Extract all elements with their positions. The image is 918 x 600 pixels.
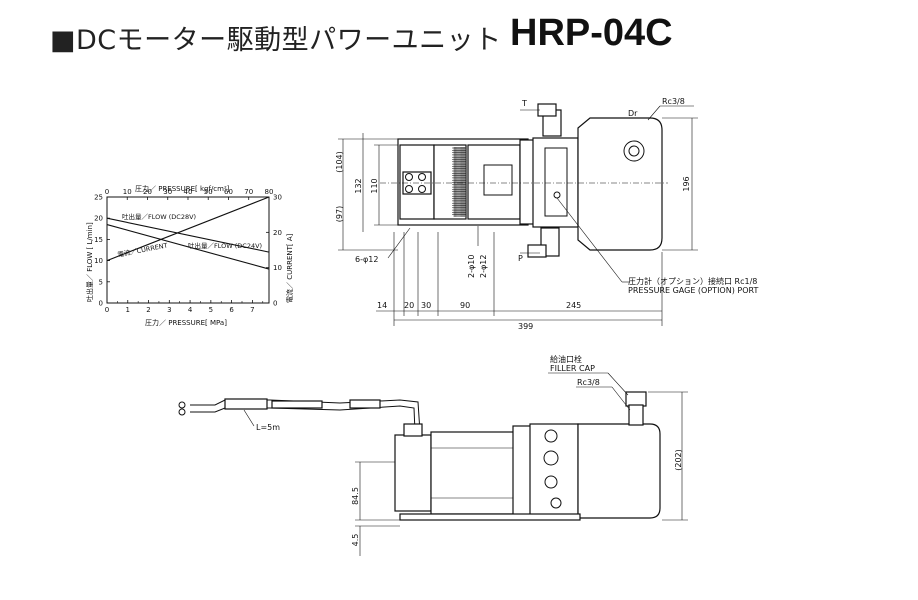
y-right-tick-label: 0 [273, 300, 277, 308]
series-line-0 [106, 217, 270, 253]
cable-terminal-icon [178, 401, 186, 409]
dim-30: 30 [421, 301, 431, 310]
power-cable [178, 398, 421, 433]
dim-245: 245 [566, 301, 581, 310]
cable-length-label: L=5m [256, 423, 280, 432]
header: ■DCモーター駆動型パワーユニット HRP-04C [0, 0, 918, 60]
gauge-port-label-en: PRESSURE GAGE (OPTION) PORT [628, 286, 758, 295]
dim-196: 196 [682, 176, 691, 191]
x-top-tick-label: 60 [224, 188, 233, 196]
dim-97: (97) [335, 206, 344, 222]
series-line-1 [106, 224, 270, 270]
x-top-tick-label: 40 [184, 188, 193, 196]
y-left-tick-label: 15 [94, 236, 103, 244]
dim-2-phi12: 2-φ12 [479, 255, 488, 278]
cable-terminal-icon [178, 408, 186, 416]
gauge-port-label-jp: 圧力計（オプション）接続口 Rc1/8 [628, 276, 757, 286]
dim-202: (202) [674, 449, 683, 471]
x-bottom-tick-label: 5 [209, 306, 213, 314]
terminal-icon [405, 185, 413, 193]
dim-104: (104) [335, 151, 344, 173]
y-left-tick-label: 20 [94, 215, 103, 223]
terminal-icon [418, 185, 426, 193]
series-label-flow-dc28v: 吐出量／FLOW (DC28V) [122, 212, 196, 221]
y-right-tick-label: 20 [273, 229, 282, 237]
side-oil-tank [577, 423, 661, 519]
x-bottom-tick-label: 4 [188, 306, 193, 314]
y-left-tick-label: 5 [99, 278, 103, 286]
dim-90: 90 [460, 301, 470, 310]
dim-2-phi10: 2-φ10 [467, 255, 476, 278]
filler-cap [625, 391, 647, 407]
port-dr-label: Dr [628, 109, 638, 118]
terminal-icon [405, 173, 413, 181]
oil-tank [577, 117, 663, 251]
x-top-tick-label: 70 [244, 188, 253, 196]
y-left-tick-label: 0 [99, 300, 103, 308]
x-top-tick-label: 0 [105, 188, 109, 196]
x-bottom-tick-label: 2 [146, 306, 150, 314]
series-label-flow-dc24v: 吐出量／FLOW (DC24V) [188, 241, 262, 250]
dim-14: 14 [377, 301, 387, 310]
dim-110: 110 [370, 178, 379, 193]
chart-series [106, 196, 270, 270]
page-title: ■DCモーター駆動型パワーユニット [50, 25, 502, 56]
y-left-tick-label: 10 [94, 257, 103, 265]
motor-fins [452, 147, 466, 217]
x-bottom-tick-label: 0 [105, 306, 109, 314]
dim-20: 20 [404, 301, 414, 310]
x-top-tick-label: 80 [264, 188, 273, 196]
model-number: HRP-04C [510, 12, 673, 54]
dim-399: 399 [518, 322, 533, 331]
rc-top-label: Rc3/8 [662, 97, 685, 106]
x-top-axis-label: 圧力／ PRESSURE[ kgf/cm²] [135, 184, 230, 193]
terminal-icon [418, 173, 426, 181]
x-bottom-tick-label: 6 [229, 306, 234, 314]
filler-cap-label-en: FILLER CAP [550, 364, 595, 373]
mounting-base [399, 513, 581, 521]
rc-side-label: Rc3/8 [577, 378, 600, 387]
x-top-tick-label: 30 [163, 188, 172, 196]
filler-cap-label-jp: 給油口栓 [550, 354, 582, 364]
x-top-tick-label: 10 [123, 188, 132, 196]
dim-132: 132 [354, 178, 363, 193]
y-left-axis-label: 吐出量／ FLOW [ L/min] [85, 222, 94, 302]
side-view-drawing: L=5m 給油口栓 FILLER CAP Rc3/8 (202) [178, 354, 688, 556]
x-bottom-tick-label: 1 [126, 306, 130, 314]
y-right-tick-label: 30 [273, 194, 282, 202]
series-line-2 [106, 196, 270, 262]
y-right-tick-label: 10 [273, 264, 282, 272]
port-p-label: P [518, 254, 523, 263]
side-motor-endcap [394, 434, 432, 512]
x-bottom-tick-label: 7 [250, 306, 254, 314]
pump-block [532, 137, 579, 228]
drain-port-icon [623, 140, 645, 162]
nameplate [483, 164, 513, 196]
x-top-tick-label: 50 [204, 188, 213, 196]
dim-6-phi12: 6-φ12 [355, 255, 378, 264]
side-pump-block [529, 423, 579, 519]
dim-4-5: 4.5 [351, 534, 360, 547]
port-t-label: T [521, 99, 527, 108]
y-left-tick-label: 25 [94, 194, 103, 202]
side-motor-body [430, 431, 524, 515]
x-bottom-axis-label: 圧力／ PRESSURE[ MPa] [145, 318, 227, 327]
y-right-axis-label: 電流／ CURRENT[ A] [285, 233, 294, 303]
series-label-current: 電流／CURRENT [117, 240, 169, 259]
top-view-drawing: (104) 132 110 (97) 196 T P Dr Rc3/8 6-φ1… [335, 97, 758, 331]
dim-84-5: 84.5 [351, 487, 360, 505]
x-top-tick-label: 20 [143, 188, 152, 196]
x-bottom-tick-label: 3 [167, 306, 171, 314]
